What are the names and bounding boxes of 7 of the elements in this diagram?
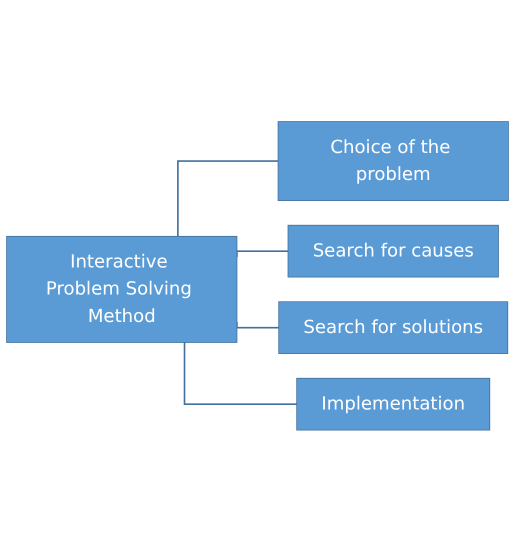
- node-box: Choice of the problem: [278, 120, 509, 201]
- node-box: Interactive Problem Solving Method: [6, 236, 238, 343]
- node-box: Search for causes: [288, 224, 499, 278]
- node-box: Implementation: [296, 378, 490, 430]
- connector: [177, 160, 278, 236]
- connector: [184, 342, 297, 405]
- node-box: Search for solutions: [278, 301, 508, 354]
